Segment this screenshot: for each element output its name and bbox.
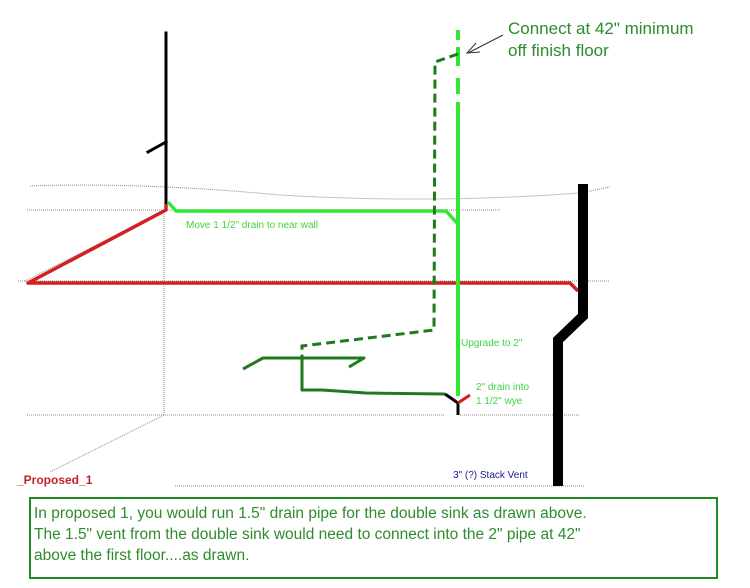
- stack-vent-3in: [553, 184, 588, 486]
- explanation-note: In proposed 1, you would run 1.5" drain …: [29, 497, 718, 579]
- proposed-title: _Proposed_1: [17, 473, 93, 487]
- wye-label: 2" drain into 1 1/2" wye: [476, 381, 529, 409]
- stack-vent-label: 3" (?) Stack Vent: [453, 470, 528, 481]
- vent-dashed-dark-green: [300, 52, 459, 355]
- upgrade-label: Upgrade to 2": [461, 338, 523, 349]
- existing-vent-left: [145, 31, 169, 206]
- callout-connect-42: Connect at 42" minimum off finish floor: [508, 18, 694, 62]
- wye-label-line-1: 2" drain into: [476, 382, 530, 393]
- wye-fitting: [444, 392, 471, 415]
- existing-drain-red: [26, 204, 580, 293]
- move-drain-label: Move 1 1/2" drain to near wall: [186, 220, 318, 231]
- callout-line-1: Connect at 42" minimum: [508, 19, 694, 38]
- new-drain-green: [166, 200, 460, 226]
- callout-arrow-icon: [465, 34, 504, 54]
- note-line-3: above the first floor....as drawn.: [34, 547, 250, 564]
- callout-line-2: off finish floor: [508, 41, 609, 60]
- sink-drain-dark-green: [242, 355, 446, 396]
- note-line-1: In proposed 1, you would run 1.5" drain …: [34, 505, 587, 522]
- wye-label-line-2: 1 1/2" wye: [476, 396, 523, 407]
- note-line-2: The 1.5" vent from the double sink would…: [34, 526, 581, 543]
